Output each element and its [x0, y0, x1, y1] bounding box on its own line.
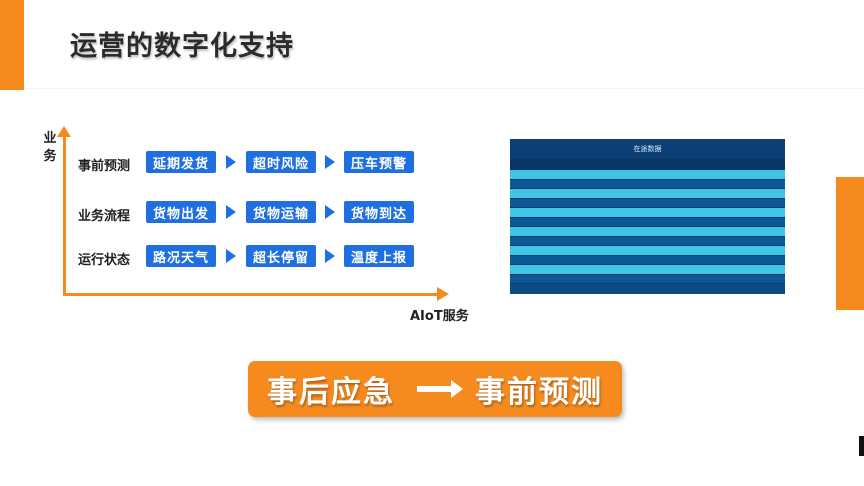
- box-vehicle-backlog-alert: 压车预警: [344, 151, 414, 173]
- box-cargo-departure: 货物出发: [146, 201, 216, 223]
- box-long-stay: 超长停留: [246, 245, 316, 267]
- right-accent-bar: [836, 177, 864, 310]
- banner-to-text: 事前预测: [475, 375, 603, 410]
- corner-accent-bar: [0, 0, 24, 90]
- table-row: [510, 170, 785, 180]
- table-row: [510, 227, 785, 237]
- x-axis-arrow-icon: [437, 287, 449, 301]
- y-axis: [63, 135, 66, 296]
- box-road-weather: 路况天气: [146, 245, 216, 267]
- table-header: [510, 159, 785, 170]
- table-row: [510, 236, 785, 246]
- row-label-process: 业务流程: [78, 209, 131, 224]
- x-axis: [63, 293, 439, 296]
- arrow-right-icon: [226, 205, 236, 219]
- table-title: 在途数据: [510, 139, 785, 159]
- table-row: [510, 179, 785, 189]
- table-row: [510, 246, 785, 256]
- box-timeout-risk: 超时风险: [246, 151, 316, 173]
- box-temperature-report: 温度上报: [344, 245, 414, 267]
- header-divider: [24, 88, 864, 89]
- table-row: [510, 274, 785, 284]
- table-row: [510, 198, 785, 208]
- arrow-right-icon: [325, 249, 335, 263]
- arrow-right-icon: [226, 249, 236, 263]
- arrow-right-icon: [325, 205, 335, 219]
- table-row: [510, 208, 785, 218]
- arrow-right-icon: [417, 380, 463, 398]
- row-label-prediction: 事前预测: [78, 159, 131, 174]
- page-title: 运营的数字化支持: [70, 31, 294, 62]
- edge-marker: [859, 436, 864, 456]
- table-row: [510, 265, 785, 275]
- x-axis-label: AIoT服务: [410, 309, 469, 324]
- table-row: [510, 189, 785, 199]
- box-cargo-transport: 货物运输: [246, 201, 316, 223]
- table-row: [510, 255, 785, 265]
- transit-data-table: 在途数据: [510, 139, 785, 294]
- y-axis-label: 业务: [43, 131, 57, 164]
- row-label-status: 运行状态: [78, 253, 131, 268]
- arrow-right-icon: [325, 155, 335, 169]
- transition-banner: 事后应急 事前预测: [248, 361, 622, 417]
- y-axis-arrow-icon: [57, 126, 71, 137]
- box-delayed-shipment: 延期发货: [146, 151, 216, 173]
- arrow-right-icon: [226, 155, 236, 169]
- table-row: [510, 217, 785, 227]
- box-cargo-arrival: 货物到达: [344, 201, 414, 223]
- banner-from-text: 事后应急: [267, 375, 395, 410]
